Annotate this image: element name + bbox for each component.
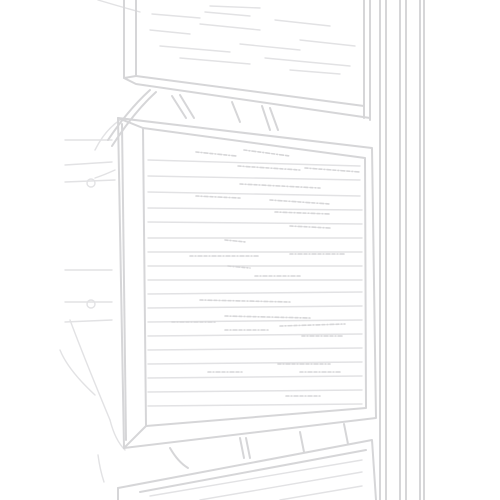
panel-brackets: [107, 89, 279, 147]
lower-brackets: [169, 423, 349, 469]
pillar: [379, 0, 425, 500]
top-sign-panel: [123, 0, 371, 121]
main-sign-panel: [117, 117, 377, 449]
bottom-sign-panel: [117, 439, 377, 500]
background-wall: [59, 0, 141, 483]
